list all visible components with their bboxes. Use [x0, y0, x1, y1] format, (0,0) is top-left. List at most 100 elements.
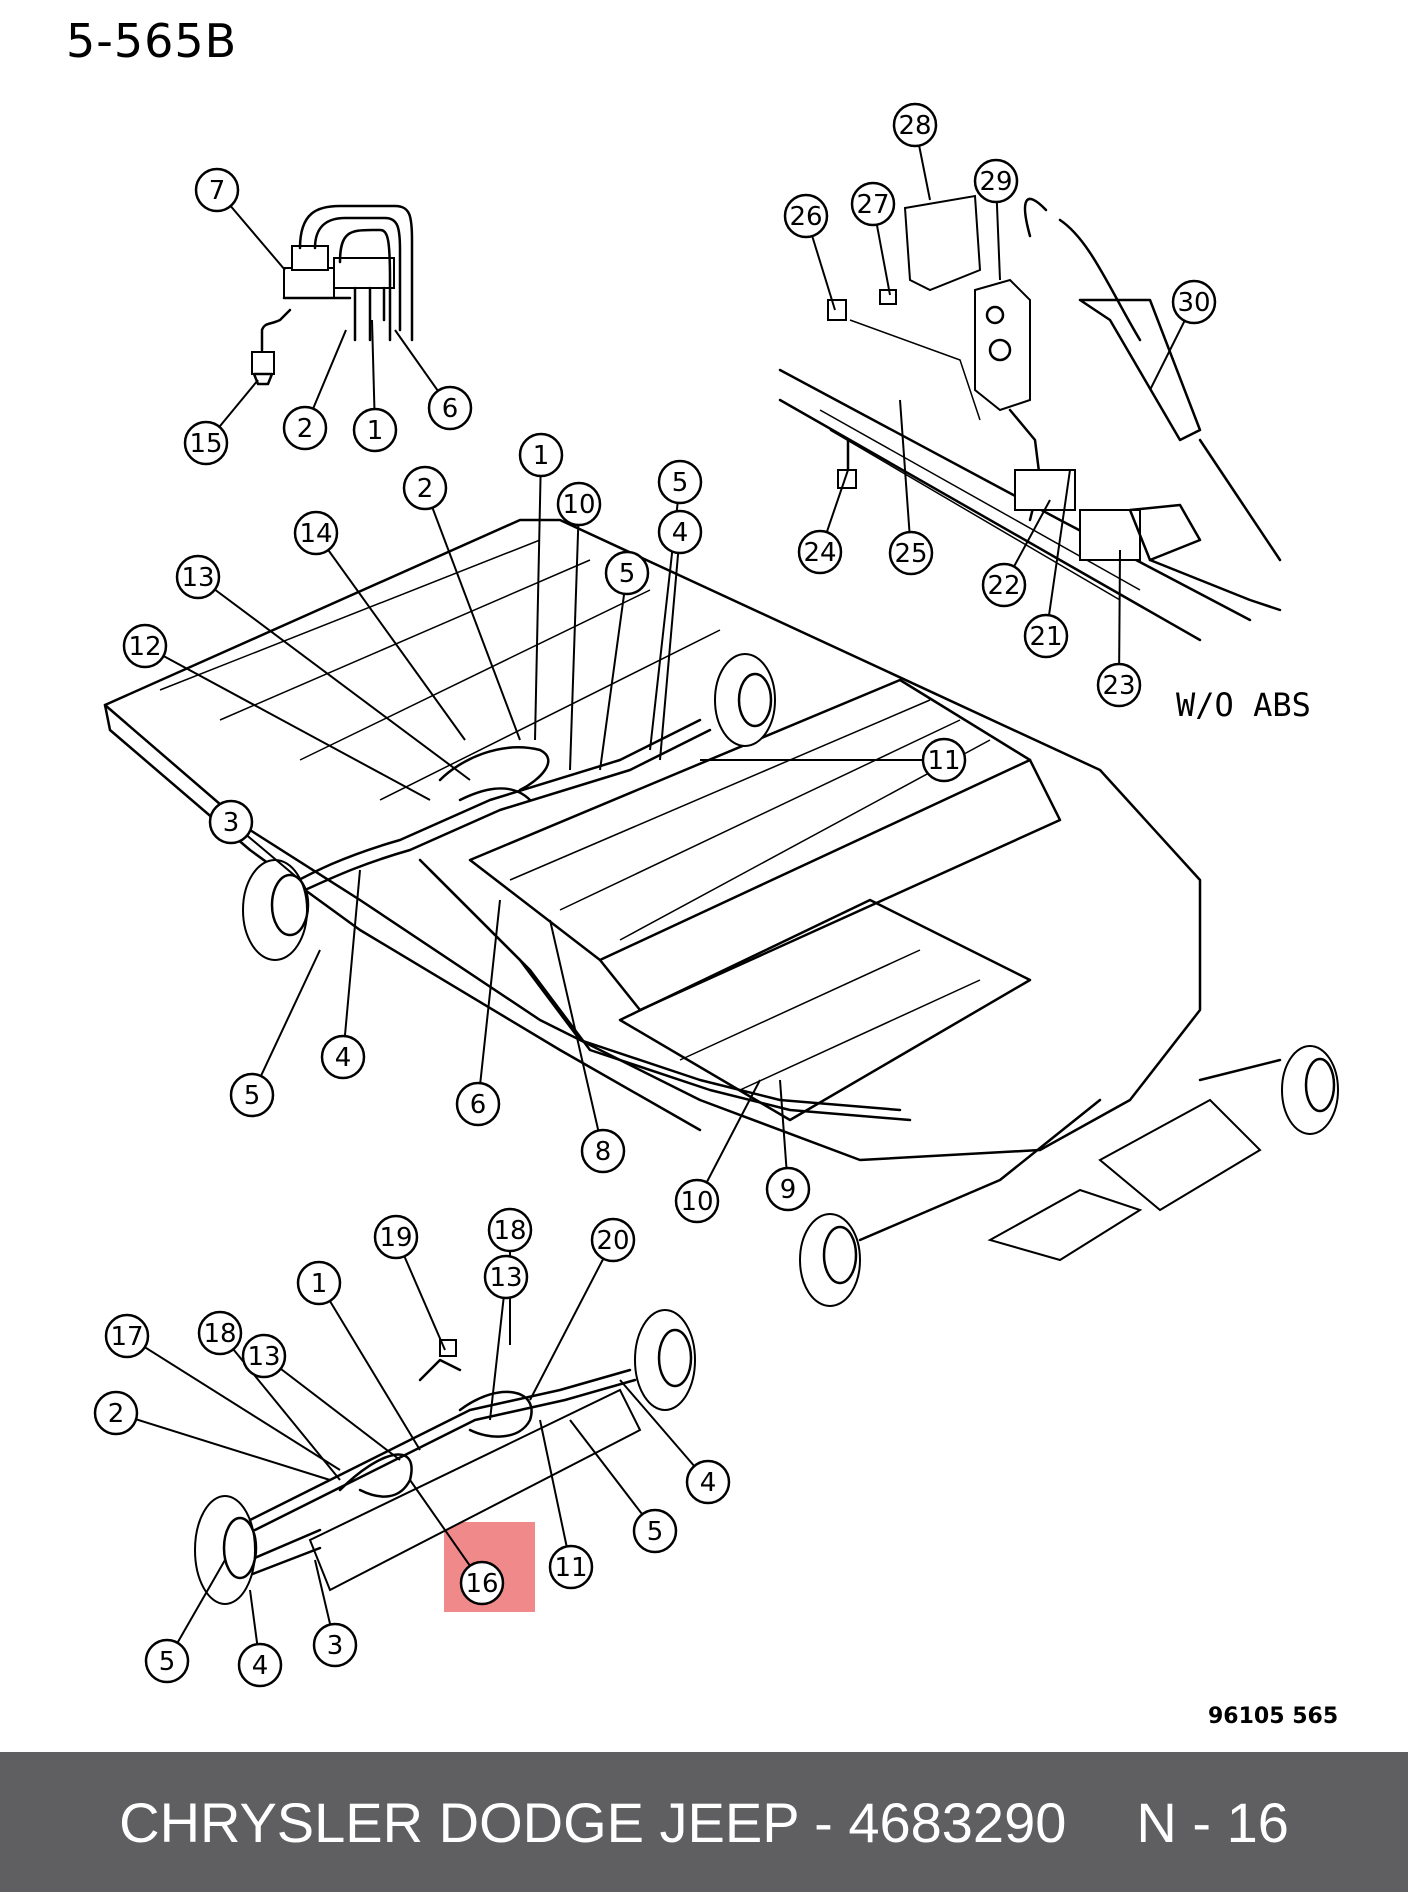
valve-assembly-art [251, 204, 414, 386]
callout-22: 22 [981, 562, 1027, 608]
callout-leader-5 [251, 949, 321, 1096]
callout-4: 4 [320, 1034, 366, 1080]
callout-5: 5 [604, 550, 650, 596]
callout-number: 4 [672, 518, 689, 548]
parking-brake-art [778, 194, 1282, 642]
callout-number: 3 [223, 808, 240, 838]
callout-number: 29 [979, 167, 1012, 197]
callout-circle [483, 1254, 529, 1300]
callout-circle [981, 562, 1027, 608]
footer-bar: CHRYSLER DODGE JEEP - 4683290 N - 16 [0, 1752, 1408, 1892]
callout-leader-11 [539, 1419, 572, 1568]
callout-number: 2 [108, 1399, 125, 1429]
callout-13: 13 [241, 1333, 287, 1379]
callout-circle [674, 1178, 720, 1224]
callout-9: 9 [765, 1166, 811, 1212]
callout-number: 8 [595, 1137, 612, 1167]
callout-leader-20 [529, 1239, 614, 1401]
callout-number: 10 [562, 490, 595, 520]
callout-29: 29 [973, 158, 1019, 204]
callout-leader-5 [569, 1419, 656, 1532]
callout-number: 2 [417, 474, 434, 504]
callout-number: 18 [203, 1319, 236, 1349]
callout-circle [427, 385, 473, 431]
callout-11: 11 [921, 737, 967, 783]
callout-leader-12 [144, 645, 431, 801]
callout-5: 5 [632, 1508, 678, 1554]
callout-6: 6 [427, 385, 473, 431]
callout-number: 5 [159, 1647, 176, 1677]
callout-circle [685, 1459, 731, 1505]
callout-circle [122, 623, 168, 669]
callout-leader-14 [315, 532, 466, 741]
callout-number: 27 [856, 190, 889, 220]
callout-number: 19 [379, 1223, 412, 1253]
callout-number: 22 [987, 571, 1020, 601]
callout-20: 20 [590, 1217, 636, 1263]
callout-number: 3 [327, 1631, 344, 1661]
callout-leader-10 [569, 503, 580, 771]
callout-15: 15 [183, 420, 229, 466]
callout-leader-4 [659, 531, 681, 761]
callout-number: 6 [442, 394, 459, 424]
callout-16: 16 [459, 1560, 505, 1606]
callout-2: 2 [402, 465, 448, 511]
callout-19: 19 [373, 1214, 419, 1260]
callout-circle [183, 420, 229, 466]
callout-circle [373, 1214, 419, 1260]
callout-number: 17 [110, 1322, 143, 1352]
callout-circle [892, 102, 938, 148]
callout-number: 30 [1177, 288, 1210, 318]
callout-circle [797, 529, 843, 575]
callout-circle [973, 158, 1019, 204]
callout-circle [590, 1217, 636, 1263]
callout-circle [1171, 279, 1217, 325]
callout-circle [352, 407, 398, 453]
callout-3: 3 [312, 1622, 358, 1668]
callout-number: 12 [128, 632, 161, 662]
callout-number: 2 [297, 414, 314, 444]
callout-number: 23 [1102, 671, 1135, 701]
floor-pan-art [103, 518, 1339, 1307]
callout-1: 1 [296, 1260, 342, 1306]
callout-number: 9 [780, 1175, 797, 1205]
callout-circle [402, 465, 448, 511]
callout-circle [144, 1638, 190, 1684]
callout-leader-4 [342, 869, 361, 1058]
diagram-artwork: 7152162826272930242522212312105541413121… [93, 102, 1339, 1688]
callout-24: 24 [797, 529, 843, 575]
callout-number: 24 [803, 538, 836, 568]
callout-number: 26 [789, 202, 822, 232]
callout-circle [604, 550, 650, 596]
callout-leader-1 [318, 1282, 421, 1451]
figure-id: 5-565B [66, 14, 238, 68]
callout-number: 15 [189, 429, 222, 459]
callout-leader-18 [219, 1332, 341, 1481]
callout-number: 21 [1029, 622, 1062, 652]
callout-25: 25 [888, 530, 934, 576]
callout-circle [455, 1081, 501, 1127]
callout-1: 1 [352, 407, 398, 453]
callout-number: 13 [181, 563, 214, 593]
callout-number: 5 [619, 559, 636, 589]
callout-number: 28 [898, 111, 931, 141]
callout-circle [921, 737, 967, 783]
callout-number: 1 [367, 416, 384, 446]
callout-18: 18 [487, 1207, 533, 1253]
callout-2: 2 [93, 1390, 139, 1436]
callout-circle [783, 193, 829, 239]
callout-circle [548, 1544, 594, 1590]
callout-circle [194, 167, 240, 213]
callout-27: 27 [850, 181, 896, 227]
callout-number: 11 [554, 1553, 587, 1583]
callout-number: 20 [596, 1226, 629, 1256]
callout-2: 2 [282, 405, 328, 451]
callout-11: 11 [548, 1544, 594, 1590]
callout-circle [487, 1207, 533, 1253]
callout-number: 4 [252, 1651, 269, 1681]
callout-circle [229, 1072, 275, 1118]
callout-number: 25 [894, 539, 927, 569]
callout-number: 13 [247, 1342, 280, 1372]
callout-7: 7 [194, 167, 240, 213]
callout-leader-13 [197, 576, 471, 781]
